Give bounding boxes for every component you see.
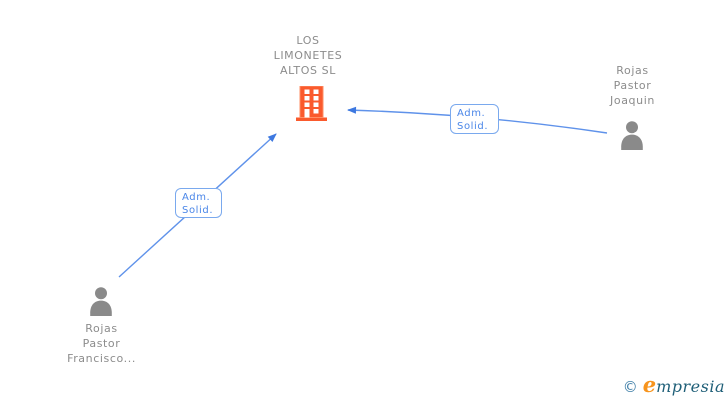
person-node-label-francisco[interactable]: Rojas Pastor Francisco... — [67, 322, 136, 365]
person-node-label-joaquin[interactable]: Rojas Pastor Joaquin — [610, 64, 655, 107]
relation-label-francisco-adm-solid: Adm. Solid. — [175, 188, 222, 218]
copyright-icon: © — [622, 378, 638, 396]
company-node-label[interactable]: LOS LIMONETES ALTOS SL — [273, 34, 343, 77]
person-icon-joaquin[interactable] — [617, 120, 647, 150]
relation-label-joaquin-adm-solid: Adm. Solid. — [450, 104, 499, 134]
empresia-wordmark: empresia — [642, 372, 725, 397]
brand-rest: mpresia — [656, 377, 725, 396]
person-icon-francisco[interactable] — [86, 286, 116, 316]
building-icon[interactable] — [296, 86, 327, 121]
empresia-logo[interactable]: © empresia — [622, 372, 725, 397]
brand-initial: e — [642, 372, 657, 397]
